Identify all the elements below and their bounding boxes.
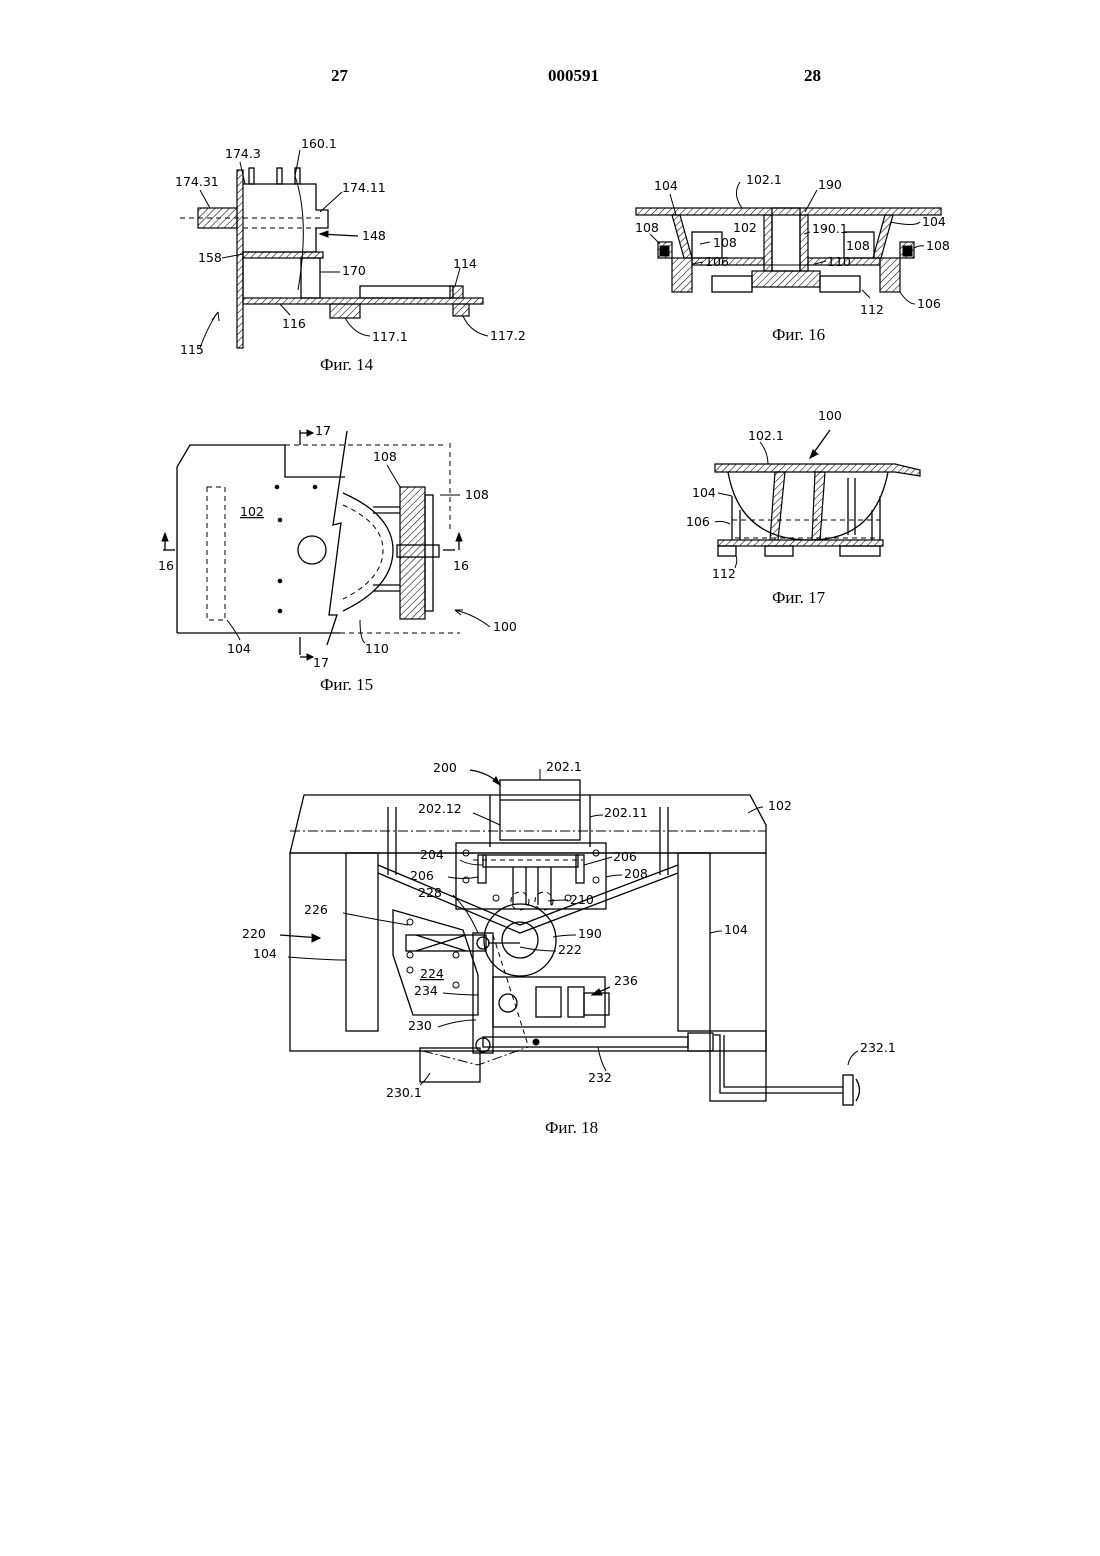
label-108-far-right: 108 — [926, 238, 950, 253]
label-104-left: 104 — [253, 946, 277, 961]
label-115: 115 — [180, 342, 204, 357]
label-208: 208 — [624, 866, 648, 881]
label-174-3: 174.3 — [225, 146, 261, 161]
label-232-1: 232.1 — [860, 1040, 896, 1055]
label-112: 112 — [712, 566, 736, 581]
label-102-1: 102.1 — [746, 172, 782, 187]
label-190-1: 190.1 — [812, 221, 848, 236]
label-190: 190 — [578, 926, 602, 941]
document-number: 000591 — [548, 66, 599, 86]
label-112: 112 — [860, 302, 884, 317]
label-202-1: 202.1 — [546, 759, 582, 774]
label-17-bottom: 17 — [313, 655, 329, 670]
label-117-1: 117.1 — [372, 329, 408, 344]
label-190: 190 — [818, 177, 842, 192]
label-117-2: 117.2 — [490, 328, 526, 343]
label-16-right: 16 — [453, 558, 469, 573]
label-108-far-left: 108 — [635, 220, 659, 235]
figure-18-drawing: 200 202.1 102 202.12 202.11 204 206 206 … — [238, 755, 918, 1120]
label-116: 116 — [282, 316, 306, 331]
label-102-1: 102.1 — [748, 428, 784, 443]
label-202-12: 202.12 — [418, 801, 462, 816]
label-110: 110 — [827, 254, 851, 269]
label-108-left: 108 — [713, 235, 737, 250]
label-228: 228 — [418, 885, 442, 900]
figure-14-drawing: 174.3 160.1 174.31 174.11 148 158 170 11… — [170, 140, 530, 355]
label-202-11: 202.11 — [604, 805, 648, 820]
label-210: 210 — [570, 892, 594, 907]
label-104: 104 — [692, 485, 716, 500]
label-106-right: 106 — [917, 296, 941, 311]
label-236: 236 — [614, 973, 638, 988]
label-100: 100 — [818, 408, 842, 423]
label-232: 232 — [588, 1070, 612, 1085]
label-148: 148 — [362, 228, 386, 243]
figure-18-caption: Фиг. 18 — [545, 1118, 598, 1138]
label-108-top: 108 — [373, 449, 397, 464]
label-200: 200 — [433, 760, 457, 775]
figure-15-drawing: 102 17 17 16 16 108 108 104 110 100 — [155, 415, 535, 675]
label-224: 224 — [420, 966, 444, 981]
label-16-left: 16 — [158, 558, 174, 573]
label-204: 204 — [420, 847, 444, 862]
label-226: 226 — [304, 902, 328, 917]
label-158: 158 — [198, 250, 222, 265]
label-106: 106 — [686, 514, 710, 529]
figure-14-caption: Фиг. 14 — [320, 355, 373, 375]
label-220: 220 — [242, 926, 266, 941]
label-102: 102 — [768, 798, 792, 813]
label-174-31: 174.31 — [175, 174, 219, 189]
page-number-left: 27 — [331, 66, 348, 86]
label-174-11: 174.11 — [342, 180, 386, 195]
label-104: 104 — [227, 641, 251, 656]
label-106-left: 106 — [705, 254, 729, 269]
label-160-1: 160.1 — [301, 136, 337, 151]
page-number-right: 28 — [804, 66, 821, 86]
label-100: 100 — [493, 619, 517, 634]
label-17-top: 17 — [315, 423, 331, 438]
label-114: 114 — [453, 256, 477, 271]
label-222: 222 — [558, 942, 582, 957]
figure-17-caption: Фиг. 17 — [772, 588, 825, 608]
label-206-right: 206 — [613, 849, 637, 864]
label-102: 102 — [733, 220, 757, 235]
label-108-right: 108 — [465, 487, 489, 502]
label-104-right: 104 — [922, 214, 946, 229]
label-170: 170 — [342, 263, 366, 278]
figure-15-caption: Фиг. 15 — [320, 675, 373, 695]
figure-16-drawing: 104 102.1 190 104 108 102 108 190.1 108 … — [630, 172, 975, 322]
label-102: 102 — [240, 504, 264, 519]
label-206-left: 206 — [410, 868, 434, 883]
label-108-right: 108 — [846, 238, 870, 253]
label-104-right: 104 — [724, 922, 748, 937]
label-110: 110 — [365, 641, 389, 656]
figure-16-caption: Фиг. 16 — [772, 325, 825, 345]
label-104-left: 104 — [654, 178, 678, 193]
label-234: 234 — [414, 983, 438, 998]
figure-17-drawing: 100 102.1 104 106 112 — [680, 400, 940, 585]
label-230: 230 — [408, 1018, 432, 1033]
label-230-1: 230.1 — [386, 1085, 422, 1100]
